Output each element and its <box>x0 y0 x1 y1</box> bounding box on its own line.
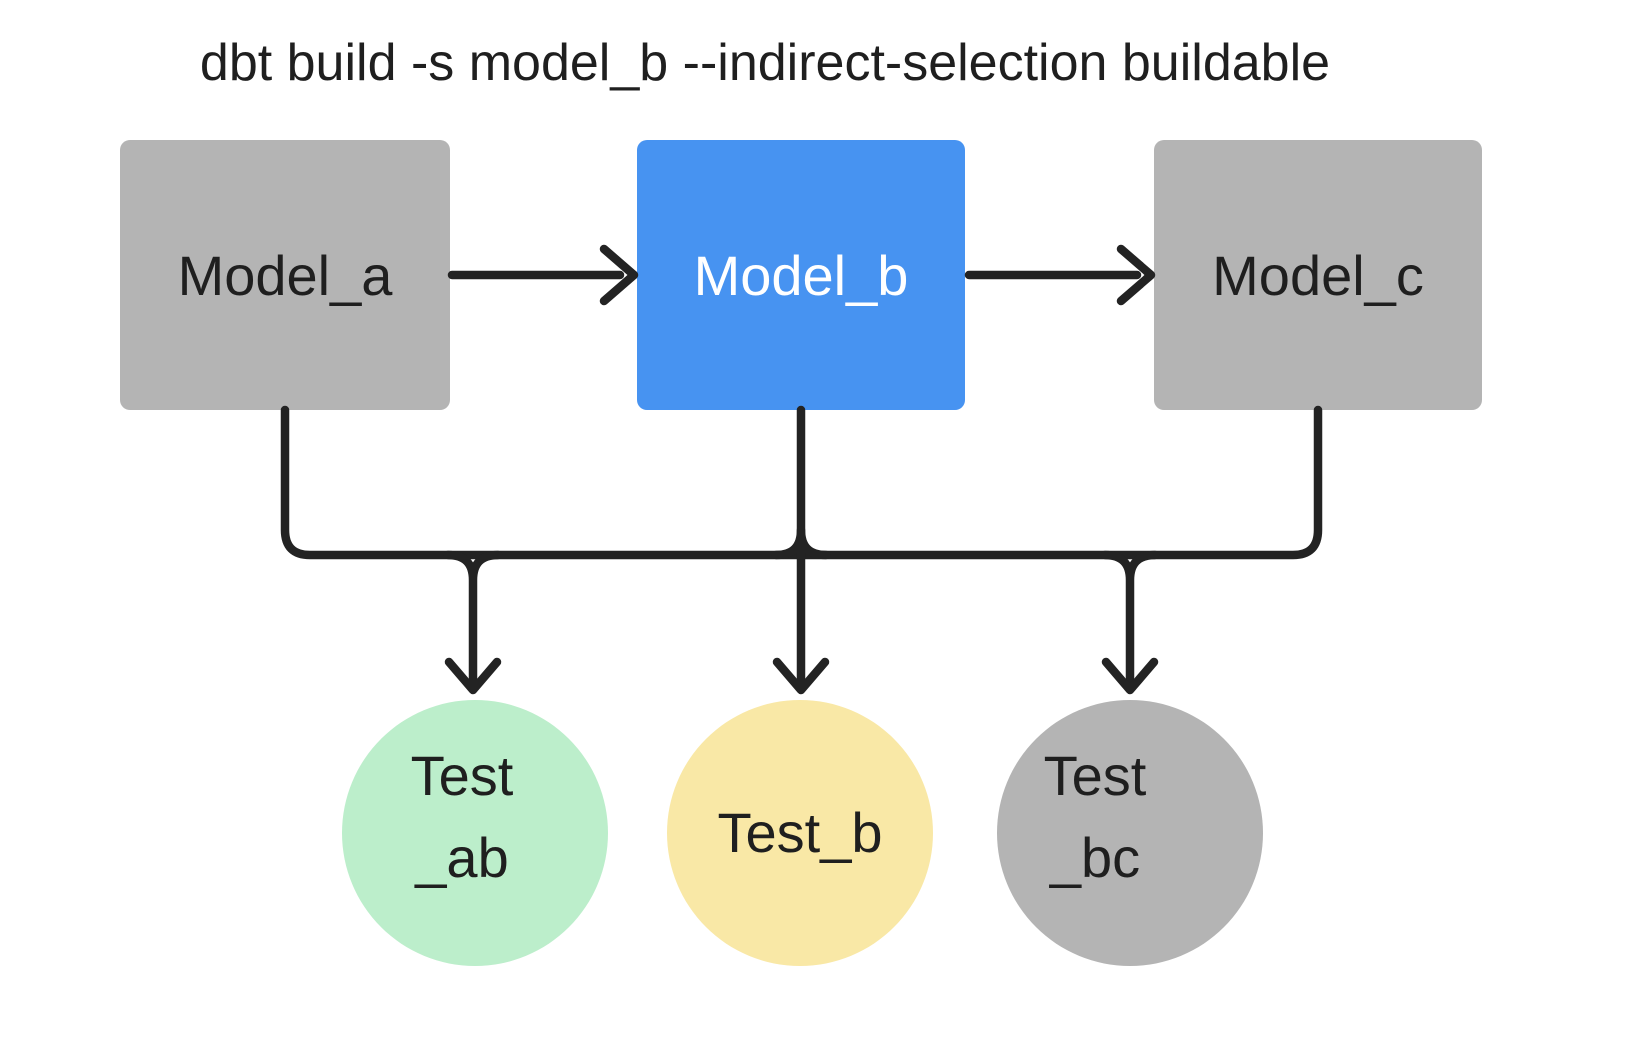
test-bc-node <box>997 700 1263 966</box>
test-b-label: Test_b <box>718 801 883 864</box>
arrowhead-model-b-to-model-c-icon <box>1116 244 1156 306</box>
model-c-label: Model_c <box>1212 244 1424 307</box>
model-b-label: Model_b <box>694 244 909 307</box>
edge-fork-to-test-bc <box>1100 550 1160 691</box>
arrowhead-to-test-b-icon <box>772 657 830 695</box>
diagram-title: dbt build -s model_b --indirect-selectio… <box>200 34 1330 92</box>
test-b-node <box>667 700 933 966</box>
model-c-node <box>1154 140 1482 410</box>
model-a-label: Model_a <box>178 244 394 307</box>
test-ab-label-line2: _ab <box>414 826 508 889</box>
arrowhead-to-test-bc-icon <box>1101 657 1159 695</box>
arrowhead-model-a-to-model-b-icon <box>599 244 639 306</box>
test-bc-label-line2: _bc <box>1049 826 1140 889</box>
arrowhead-to-test-ab-icon <box>444 657 502 695</box>
model-a-node <box>120 140 450 410</box>
test-ab-node <box>342 700 608 966</box>
junction-fillets-model-b <box>771 525 831 560</box>
model-b-node <box>637 140 965 410</box>
test-ab-label-line1: Test <box>411 744 514 807</box>
edge-fork-to-test-ab <box>443 550 503 691</box>
test-bc-label-line1: Test <box>1044 744 1147 807</box>
